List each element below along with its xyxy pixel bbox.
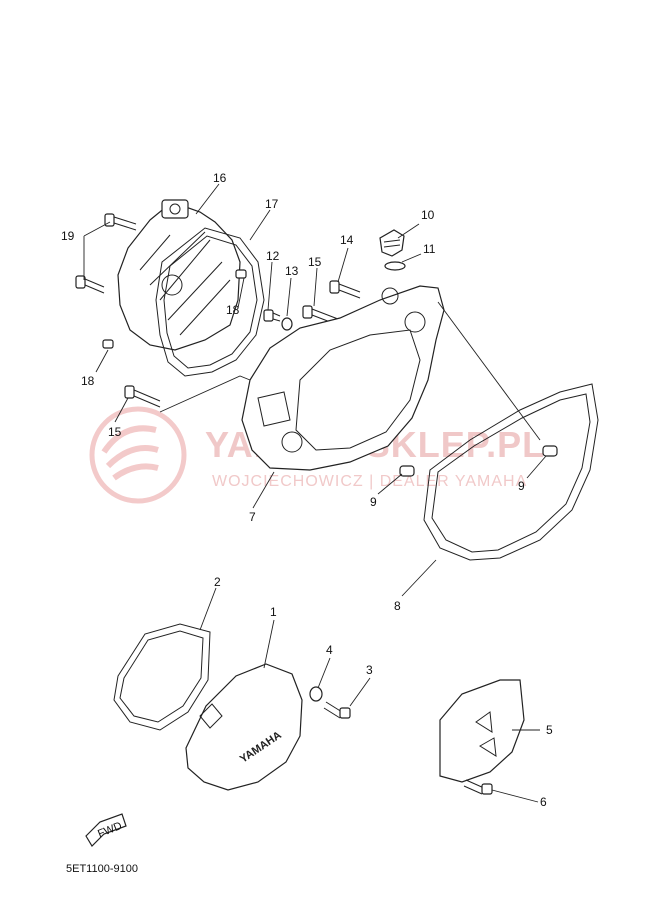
- part-8-gasket: [423, 383, 599, 561]
- callout-19: 19: [61, 229, 75, 243]
- part-13-washer: [281, 317, 293, 331]
- callout-13: 13: [285, 264, 299, 278]
- part-10-filler-cap: [379, 229, 405, 257]
- part-12-bolt: [263, 309, 281, 322]
- callout-2: 2: [214, 575, 221, 589]
- diagram-code: 5ET1100-9100: [66, 863, 138, 875]
- callout-3: 3: [366, 663, 373, 677]
- callout-16: 16: [213, 171, 227, 185]
- part-15-bolts: [124, 305, 339, 408]
- callout-7: 7: [249, 510, 256, 524]
- part-2-gasket: [113, 623, 211, 731]
- callout-18a: 18: [226, 303, 240, 317]
- part-18-dowels: [102, 269, 247, 349]
- dealer-logo-icon: [89, 406, 187, 504]
- callout-15a: 15: [308, 255, 322, 269]
- callout-18b: 18: [81, 374, 95, 388]
- part-7-crankcase-cover: [241, 285, 445, 471]
- part-1-magneto-cover: [185, 663, 303, 791]
- part-5-sprocket-guard: [439, 679, 525, 783]
- callout-17: 17: [265, 197, 279, 211]
- callout-labels: 16 17 19 18 18 12 13 15 14 10 11 15 7 9 …: [61, 171, 553, 809]
- part-9-sleeves: [399, 445, 558, 477]
- callout-12: 12: [266, 249, 280, 263]
- callout-6: 6: [540, 795, 547, 809]
- part-17-gasket: [155, 227, 265, 377]
- part-4-washer: [309, 686, 323, 702]
- part-3-bolt: [323, 701, 351, 719]
- callout-11: 11: [423, 242, 436, 256]
- callout-4: 4: [326, 643, 333, 657]
- callout-5: 5: [546, 723, 553, 737]
- watermark-line2: WOJCIECHOWICZ | DEALER YAMAHA: [212, 473, 527, 490]
- part-16-cover-housing: [117, 199, 241, 351]
- callout-9a: 9: [370, 495, 377, 509]
- part-14-bolt: [329, 280, 361, 299]
- leader-lines: [83, 183, 547, 803]
- part-11-o-ring: [384, 261, 406, 271]
- callout-8: 8: [394, 599, 401, 613]
- callout-14: 14: [340, 233, 354, 247]
- callout-15b: 15: [108, 425, 122, 439]
- part-6-bolt: [463, 779, 493, 795]
- fwd-arrow-icon: [85, 813, 127, 847]
- callout-1: 1: [270, 605, 277, 619]
- callout-9b: 9: [518, 479, 525, 493]
- callout-10: 10: [421, 208, 435, 222]
